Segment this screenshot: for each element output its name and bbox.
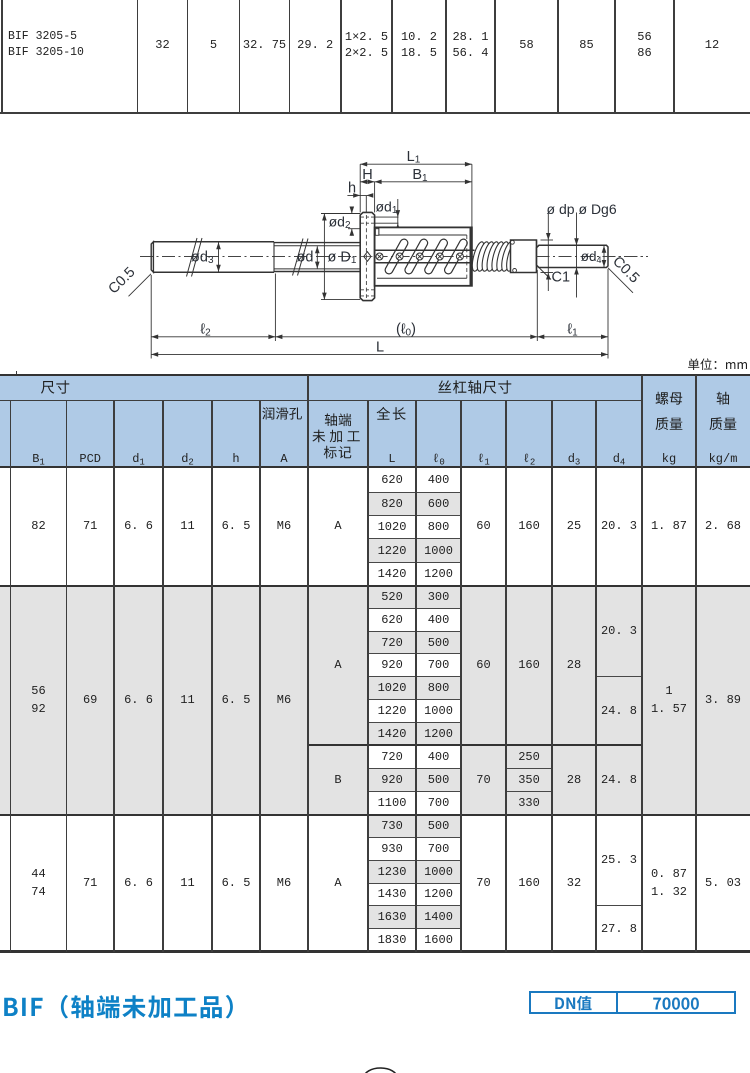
svg-text:ø Dg6: ø Dg6	[579, 201, 617, 217]
svg-text:L1​: L1​	[407, 149, 421, 166]
svg-text:C0.5: C0.5	[609, 254, 642, 287]
svg-text:(ℓ0​): (ℓ0​)	[396, 322, 416, 339]
svg-text:ℓ2​: ℓ2​	[200, 322, 211, 339]
svg-text:C1: C1	[552, 270, 571, 286]
svg-text:ø dp: ø dp	[547, 201, 575, 217]
svg-text:ød: ød	[297, 249, 314, 265]
svg-text:h: h	[348, 180, 356, 196]
svg-text:H: H	[362, 167, 372, 183]
svg-text:L: L	[376, 340, 384, 356]
svg-text:C0.5: C0.5	[106, 264, 139, 297]
svg-text:ød2​: ød2​	[329, 213, 351, 231]
svg-text:ød4​: ød4​	[581, 249, 602, 265]
svg-text:B1​: B1​	[412, 167, 428, 184]
svg-text:ℓ1​: ℓ1​	[567, 322, 578, 339]
svg-text:ød1​: ød1​	[376, 198, 398, 216]
svg-text:ø D1​: ø D1​	[328, 249, 357, 266]
svg-text:ød3​: ød3​	[191, 249, 214, 266]
